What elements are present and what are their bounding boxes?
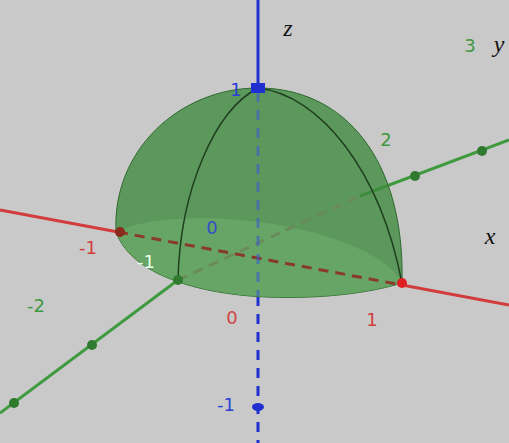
y-point: [173, 275, 183, 285]
y-axis-hidden: [178, 196, 360, 280]
axis-name: x: [485, 224, 496, 248]
x-axis: [0, 210, 118, 232]
axis-name: y: [494, 32, 505, 56]
y-point: [87, 340, 97, 350]
tick-label: -1: [79, 239, 97, 257]
tick-label: 1: [230, 81, 241, 99]
y-point: [477, 146, 487, 156]
x-point: [115, 227, 125, 237]
x-point: [397, 278, 407, 288]
meridian: [178, 88, 258, 280]
tick-label: -1: [217, 396, 235, 414]
z-point: [252, 403, 264, 411]
axis-name: z: [283, 16, 292, 40]
hemisphere: [116, 88, 402, 297]
tick-label: -2: [27, 297, 45, 315]
z-axis: [257, 0, 260, 88]
tick-label: 0: [206, 219, 217, 237]
tick-label: -1: [137, 253, 155, 271]
y-axis: [0, 280, 178, 413]
y-point: [9, 398, 19, 408]
z-point: [251, 83, 265, 93]
y-point: [410, 171, 420, 181]
tick-label: 2: [380, 131, 391, 149]
z-axis: [257, 296, 260, 443]
z-axis-hidden: [257, 92, 260, 296]
tick-label: 1: [366, 311, 377, 329]
tick-label: 3: [464, 37, 475, 55]
tick-label: 0: [226, 309, 237, 327]
x-axis: [402, 285, 509, 305]
meridian: [258, 88, 402, 283]
x-axis-hidden: [118, 232, 402, 285]
